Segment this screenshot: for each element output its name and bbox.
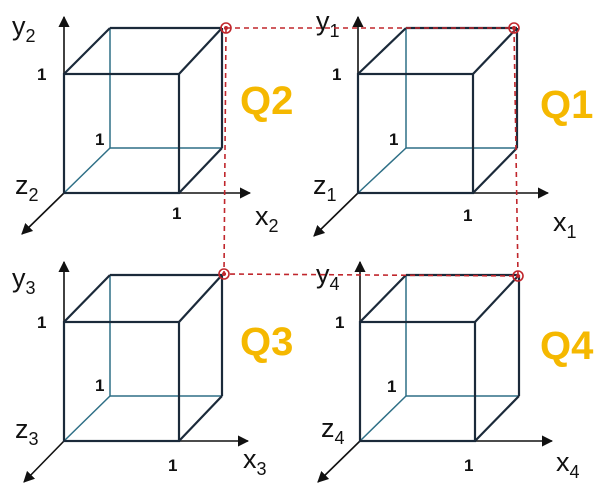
z-axis-q2 [21, 192, 65, 235]
z-tick-label-q3: 1 [95, 376, 104, 395]
y-tick-label-q4: 1 [335, 313, 344, 332]
y-axis-label-q1: y1 [316, 6, 340, 41]
cube-hidden-edges-q1 [357, 28, 517, 194]
axes-q2 [21, 15, 252, 235]
corner-marker-q1 [508, 22, 520, 34]
cube-q2 [62, 26, 224, 195]
y-axis-label-q2: y2 [12, 11, 36, 46]
corner-marker-q4 [512, 270, 524, 282]
quadrant-q1: y1 x1 z1 1 1 1 Q1 [313, 6, 593, 242]
quadrant-q3: y3 x3 z3 1 1 1 Q3 [12, 260, 293, 483]
y-tick-label-q1: 1 [332, 65, 341, 84]
z-axis-label-q4: z4 [321, 413, 345, 448]
quadrant-label-q2: Q2 [240, 79, 293, 123]
y-axis-label-q4: y4 [316, 259, 340, 294]
z-axis-q3 [23, 440, 65, 483]
cube-q1 [356, 26, 519, 195]
axes-q1 [313, 15, 550, 237]
z-tick-label-q2: 1 [95, 130, 104, 149]
x-tick-label-q2: 1 [172, 204, 181, 223]
y-tick-label-q3: 1 [37, 313, 46, 332]
z-axis-q1 [313, 192, 359, 237]
axes-q4 [317, 260, 554, 483]
quadrant-q2: y2 x2 z2 1 1 1 Q2 [12, 11, 293, 236]
y-axis-label-q3: y3 [12, 263, 36, 298]
axes-q3 [23, 260, 250, 483]
cube-q4 [358, 273, 521, 443]
z-axis-q4 [317, 440, 361, 483]
x-axis-label-q2: x2 [255, 201, 279, 236]
cube-front-edges-q4 [358, 273, 521, 443]
x-tick-label-q4: 1 [464, 456, 473, 475]
x-axis-label-q3: x3 [243, 444, 267, 479]
z-axis-label-q2: z2 [15, 170, 39, 205]
corner-marker-q2 [220, 22, 232, 34]
quadrant-label-q3: Q3 [240, 320, 293, 364]
cube-front-edges-q1 [356, 26, 519, 195]
quadrant-label-q1: Q1 [540, 83, 593, 127]
quadrant-q4: y4 x4 z4 1 1 1 Q4 [316, 259, 594, 483]
z-tick-label-q4: 1 [387, 377, 396, 396]
x-tick-label-q3: 1 [168, 456, 177, 475]
cube-hidden-edges-q2 [63, 28, 222, 194]
cube-front-edges-q3 [62, 273, 224, 443]
quadrant-label-q4: Q4 [540, 324, 594, 368]
z-axis-label-q1: z1 [313, 170, 337, 205]
z-axis-label-q3: z3 [15, 414, 39, 449]
cube-q3 [62, 273, 224, 443]
x-tick-label-q1: 1 [463, 206, 472, 225]
cube-front-edges-q2 [62, 26, 224, 195]
dashed-corner-link [223, 27, 519, 277]
z-tick-label-q1: 1 [389, 130, 398, 149]
cube-hidden-edges-q4 [359, 275, 519, 442]
cube-hidden-edges-q3 [63, 275, 222, 442]
y-tick-label-q2: 1 [37, 65, 46, 84]
x-axis-label-q4: x4 [556, 447, 580, 482]
corner-marker-q3 [218, 268, 230, 280]
x-axis-label-q1: x1 [553, 207, 577, 242]
